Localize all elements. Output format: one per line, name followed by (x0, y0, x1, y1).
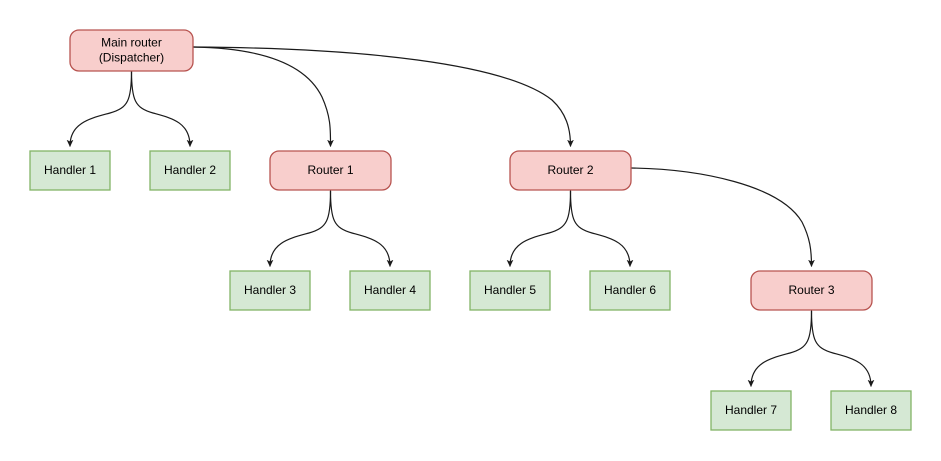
edge-main-router-to-router-1 (192, 46, 334, 147)
node-handler-7-shape[interactable] (710, 390, 792, 431)
edge-router-1-to-handler-4 (329, 190, 394, 267)
node-main-router-label-line1: Main router (101, 36, 162, 50)
edge-router-3-to-handler-8 (810, 310, 875, 387)
node-router-2[interactable]: Router 2 (509, 150, 632, 191)
node-handler-5[interactable]: Handler 5 (469, 270, 551, 311)
edge-router-2-to-handler-6 (569, 190, 634, 267)
node-handler-5-shape[interactable] (469, 270, 551, 311)
node-handler-4[interactable]: Handler 4 (349, 270, 431, 311)
node-handler-3[interactable]: Handler 3 (229, 270, 311, 311)
node-main-router[interactable]: Main router (Dispatcher) (69, 29, 194, 72)
edge-main-router-to-router-2 (192, 46, 574, 147)
node-handler-2-label: Handler 2 (164, 163, 216, 177)
node-handler-1-label: Handler 1 (44, 163, 96, 177)
edge-router-3-to-handler-7 (747, 310, 813, 387)
node-handler-4-label: Handler 4 (364, 283, 416, 297)
node-handler-8-shape[interactable] (830, 390, 912, 431)
edge-router-2-to-handler-5 (506, 190, 572, 267)
node-main-router-shape[interactable] (69, 29, 194, 72)
node-handler-1-shape[interactable] (29, 150, 111, 191)
edge-router-1-to-handler-3 (266, 190, 332, 267)
node-router-1[interactable]: Router 1 (269, 150, 392, 191)
node-main-router-label-line2: (Dispatcher) (99, 51, 164, 65)
node-handler-6-label: Handler 6 (604, 283, 656, 297)
node-handler-8-label: Handler 8 (845, 403, 897, 417)
node-handler-2-shape[interactable] (149, 150, 231, 191)
node-handler-6[interactable]: Handler 6 (589, 270, 671, 311)
node-router-3-shape[interactable] (750, 270, 873, 311)
node-handler-3-shape[interactable] (229, 270, 311, 311)
node-router-1-shape[interactable] (269, 150, 392, 191)
node-handler-5-label: Handler 5 (484, 283, 536, 297)
node-router-3-label: Router 3 (788, 283, 834, 297)
edge-main-router-to-handler-1 (66, 70, 133, 147)
node-router-3[interactable]: Router 3 (750, 270, 873, 311)
node-router-2-shape[interactable] (509, 150, 632, 191)
node-handler-8[interactable]: Handler 8 (830, 390, 912, 431)
node-handler-2[interactable]: Handler 2 (149, 150, 231, 191)
node-handler-6-shape[interactable] (589, 270, 671, 311)
edge-group (66, 46, 875, 387)
node-handler-7[interactable]: Handler 7 (710, 390, 792, 431)
edge-router-2-to-router-3 (630, 167, 815, 267)
node-router-2-label: Router 2 (547, 163, 593, 177)
node-handler-1[interactable]: Handler 1 (29, 150, 111, 191)
node-router-1-label: Router 1 (307, 163, 353, 177)
node-handler-4-shape[interactable] (349, 270, 431, 311)
node-handler-7-label: Handler 7 (725, 403, 777, 417)
edge-main-router-to-handler-2 (130, 70, 194, 147)
node-handler-3-label: Handler 3 (244, 283, 296, 297)
